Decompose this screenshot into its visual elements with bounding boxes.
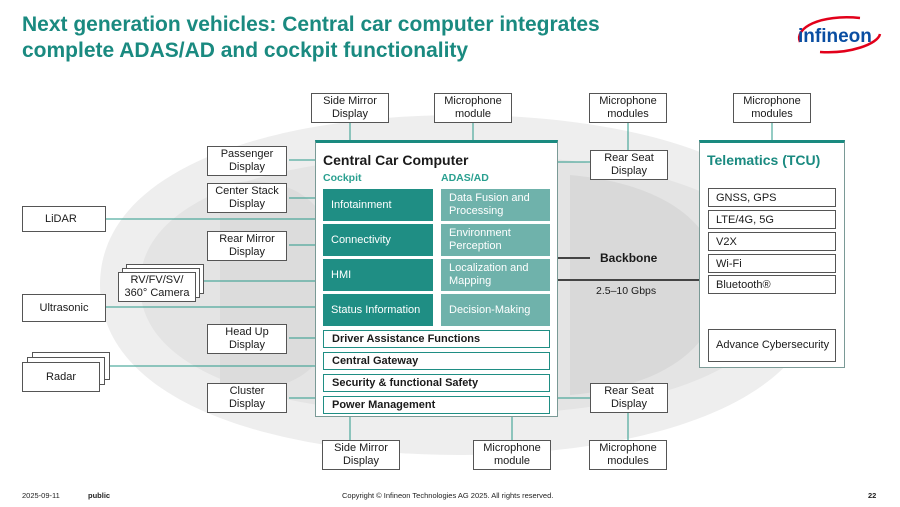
- cockpit-label: Cockpit: [323, 172, 362, 184]
- rear-mirror-display: Rear Mirror Display: [207, 231, 287, 261]
- cockpit-cell: HMI: [323, 259, 433, 291]
- function-bar: Power Management: [323, 396, 550, 414]
- side-mirror-display-bottom: Side Mirror Display: [322, 440, 400, 470]
- microphone-modules-top-mid: Microphone modules: [589, 93, 667, 123]
- rear-seat-display-top: Rear Seat Display: [590, 150, 668, 180]
- footer-classification: public: [88, 491, 111, 500]
- title-line-2: complete ADAS/AD and cockpit functionali…: [22, 39, 469, 62]
- adas-cell: Decision-Making: [441, 294, 550, 326]
- camera-box: RV/FV/SV/ 360° Camera: [118, 272, 196, 302]
- function-bar: Central Gateway: [323, 352, 550, 370]
- microphone-module-top: Microphone module: [434, 93, 512, 123]
- cockpit-cell: Connectivity: [323, 224, 433, 256]
- cluster-display: Cluster Display: [207, 383, 287, 413]
- footer-date: 2025-09-11: [22, 491, 60, 500]
- microphone-module-bottom: Microphone module: [473, 440, 551, 470]
- tcu-security: Advance Cybersecurity: [708, 329, 836, 362]
- infineon-logo: infineon: [797, 16, 882, 54]
- ccc-title: Central Car Computer: [323, 152, 469, 168]
- page-title: Next generation vehicles: Central car co…: [22, 12, 722, 64]
- tcu-item: LTE/4G, 5G: [708, 210, 836, 229]
- tcu-item: Bluetooth®: [708, 275, 836, 294]
- tcu-item: GNSS, GPS: [708, 188, 836, 207]
- tcu-title: Telematics (TCU): [707, 152, 821, 168]
- head-up-display: Head Up Display: [207, 324, 287, 354]
- function-bar: Security & functional Safety: [323, 374, 550, 392]
- footer-copyright: Copyright © Infineon Technologies AG 202…: [342, 491, 554, 500]
- adas-label: ADAS/AD: [441, 172, 489, 184]
- page-number: 22: [868, 491, 877, 500]
- center-stack-display: Center Stack Display: [207, 183, 287, 213]
- tcu-item: V2X: [708, 232, 836, 251]
- lidar-box: LiDAR: [22, 206, 106, 232]
- tcu-item: Wi-Fi: [708, 254, 836, 273]
- adas-cell: Localization and Mapping: [441, 259, 550, 291]
- adas-cell: Environment Perception: [441, 224, 550, 256]
- passenger-display: Passenger Display: [207, 146, 287, 176]
- function-bar: Driver Assistance Functions: [323, 330, 550, 348]
- radar-box: Radar: [22, 362, 100, 392]
- side-mirror-display-top: Side Mirror Display: [311, 93, 389, 123]
- rear-seat-display-bottom: Rear Seat Display: [590, 383, 668, 413]
- cockpit-cell: Infotainment: [323, 189, 433, 221]
- adas-cell: Data Fusion and Processing: [441, 189, 550, 221]
- backbone-label: Backbone: [600, 251, 658, 265]
- ultrasonic-box: Ultrasonic: [22, 294, 106, 322]
- backbone-speed: 2.5–10 Gbps: [596, 285, 657, 297]
- svg-text:infineon: infineon: [798, 26, 872, 47]
- title-line-1: Next generation vehicles: Central car co…: [22, 13, 600, 36]
- microphone-modules-top-right: Microphone modules: [733, 93, 811, 123]
- microphone-modules-bottom: Microphone modules: [589, 440, 667, 470]
- cockpit-cell: Status Information: [323, 294, 433, 326]
